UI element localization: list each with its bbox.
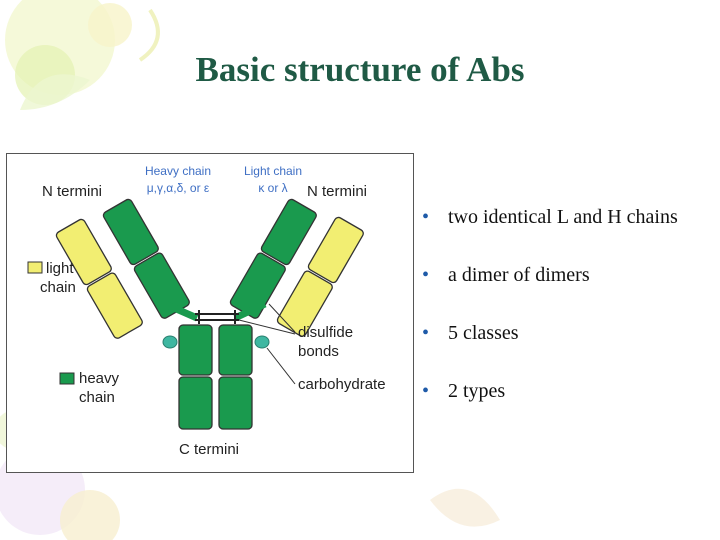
bullet-item: • 5 classes — [420, 316, 715, 350]
carbohydrate-pointer — [266, 347, 296, 385]
heavy-chain-classes: μ,γ,α,δ, or ε — [147, 181, 210, 195]
legend-heavy-label-2: chain — [79, 389, 115, 406]
carbohydrate-right — [254, 335, 270, 349]
bullet-dot-icon: • — [422, 206, 430, 228]
bullet-text: two identical L and H chains — [448, 206, 678, 228]
n-termini-left-label: N termini — [42, 183, 102, 200]
left-light-chain — [55, 218, 143, 339]
stem-heavy-chains — [178, 324, 253, 430]
light-chain-header: Light chain — [244, 164, 302, 178]
legend-light-swatch — [27, 261, 43, 274]
carbohydrate-label: carbohydrate — [298, 376, 386, 393]
left-hinge — [163, 300, 199, 322]
c-termini-label: C termini — [179, 441, 239, 458]
disulfide-bond — [195, 310, 239, 324]
disulfide-label-line2: bonds — [298, 343, 339, 360]
bullet-item: • 2 types — [420, 374, 715, 408]
bullet-text: 5 classes — [448, 322, 519, 344]
bullet-list: • two identical L and H chains • a dimer o… — [420, 200, 715, 432]
slide-title: Basic structure of Abs — [195, 50, 525, 89]
heavy-chain-header: Heavy chain — [145, 164, 211, 178]
disulfide-label-line1: disulfide — [298, 324, 353, 341]
right-light-chain — [276, 216, 364, 337]
bullet-item: • a dimer of dimers — [420, 258, 715, 292]
legend-heavy-swatch — [59, 372, 75, 385]
left-heavy-chain — [102, 198, 190, 319]
disulfide-pointer-2 — [268, 303, 296, 333]
right-hinge — [233, 300, 267, 322]
bullet-text: 2 types — [448, 380, 506, 402]
light-chain-types: κ or λ — [258, 181, 287, 195]
carbohydrate-left — [162, 335, 178, 349]
bullet-item: • two identical L and H chains — [420, 200, 715, 234]
legend-light-label-2: chain — [40, 279, 76, 296]
bullet-dot-icon: • — [422, 322, 430, 344]
legend-light-label-1: light — [46, 260, 74, 277]
bullet-text: a dimer of dimers — [448, 264, 590, 286]
disulfide-pointer-1 — [238, 319, 296, 335]
antibody-diagram: Heavy chain μ,γ,α,δ, or ε Light chain κ … — [6, 153, 414, 473]
legend-heavy-label-1: heavy — [79, 370, 120, 387]
bullet-dot-icon: • — [422, 264, 430, 286]
n-termini-right-label: N termini — [307, 183, 367, 200]
bullet-dot-icon: • — [422, 380, 430, 402]
antibody-structure-svg: Heavy chain μ,γ,α,δ, or ε Light chain κ … — [27, 164, 386, 458]
